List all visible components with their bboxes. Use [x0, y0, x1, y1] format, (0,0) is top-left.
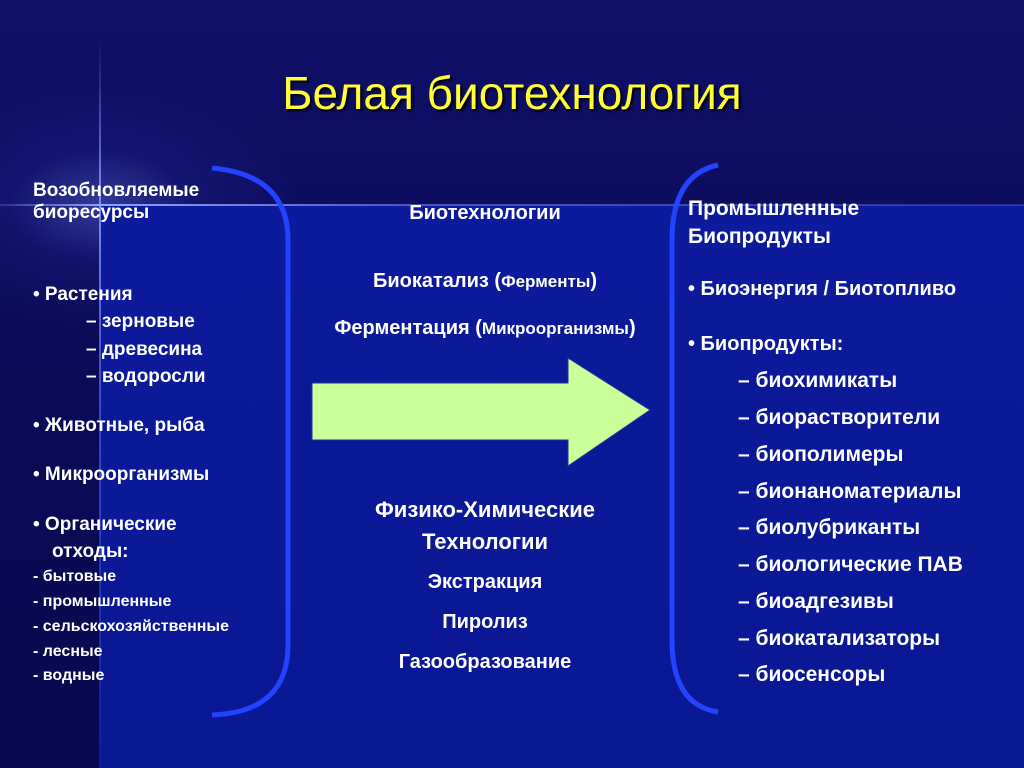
waste-subitem: - сельскохозяйственные: [33, 618, 229, 635]
phys-chem-heading-line: Технологии: [421, 529, 549, 554]
method-item: Пиролиз: [442, 611, 528, 633]
right-heading-line: Промышленные: [688, 197, 860, 220]
light-flare-horizontal: [0, 204, 1024, 206]
bioproducts-item: • Биопродукты:: [688, 333, 844, 355]
organic-waste-item-cont: отходы:: [52, 541, 129, 562]
right-bracket: [669, 162, 719, 715]
bioproduct-subitem: – биосенсоры: [738, 663, 886, 686]
right-heading-line: Биопродукты: [688, 225, 831, 248]
biocatalysis-line: Биокатализ (Ферменты): [250, 270, 720, 293]
page-title: Белая биотехнология: [282, 67, 742, 119]
background-panel: [100, 205, 1024, 768]
phys-chem-heading: Физико-Химические Технологии: [250, 494, 720, 558]
paren-close: ): [590, 270, 598, 292]
light-flare-vertical: [99, 40, 101, 768]
process-arrow: [311, 357, 651, 467]
bioproduct-subitem: – биополимеры: [738, 443, 904, 466]
left-heading-line: биоресурсы: [33, 202, 150, 223]
left-bracket: [211, 165, 291, 718]
organic-waste-item: • Органические: [33, 514, 177, 535]
left-heading-line: Возобновляемые: [33, 180, 200, 201]
method-item: Экстракция: [427, 571, 543, 593]
bioenergy-item: • Биоэнергия / Биотопливо: [688, 278, 957, 300]
bioproduct-subitem: – биоадгезивы: [738, 590, 894, 613]
animals-item: • Животные, рыба: [33, 415, 205, 436]
method-item: Газообразование: [398, 651, 572, 673]
fermentation-line: Ферментация (Микроорганизмы): [250, 317, 720, 340]
microorganisms-item: • Микроорганизмы: [33, 464, 210, 485]
bioproduct-subitem: – биорастворители: [738, 406, 941, 429]
fermentation-label: Ферментация (: [334, 317, 482, 339]
bioproduct-subitem: – бионаноматериалы: [738, 480, 962, 503]
paren-close: ): [628, 317, 636, 339]
biocatalysis-label: Биокатализ (: [372, 270, 502, 292]
left-heading: Возобновляемые биоресурсы: [33, 180, 199, 224]
fermentation-microorganisms: Микроорганизмы: [481, 319, 629, 338]
waste-subitem: - водные: [33, 667, 105, 684]
bioproduct-subitem: – биологические ПАВ: [738, 553, 963, 576]
biocatalysis-enzymes: Ферменты: [501, 272, 591, 291]
waste-subitem: - бытовые: [33, 568, 117, 585]
phys-chem-heading-line: Физико-Химические: [375, 497, 595, 522]
plants-item: • Растения: [33, 284, 133, 305]
plant-subitem: – зерновые: [86, 311, 195, 332]
plant-subitem: – водоросли: [86, 366, 206, 387]
right-heading: Промышленные Биопродукты: [688, 195, 859, 251]
bioproduct-subitem: – биохимикаты: [738, 369, 898, 392]
waste-subitem: - промышленные: [33, 593, 172, 610]
center-heading: Биотехнологии: [409, 202, 561, 224]
bioproduct-subitem: – биолубриканты: [738, 516, 921, 539]
waste-subitem: - лесные: [33, 643, 103, 660]
bioproduct-subitem: – биокатализаторы: [738, 627, 941, 650]
plant-subitem: – древесина: [86, 339, 203, 360]
